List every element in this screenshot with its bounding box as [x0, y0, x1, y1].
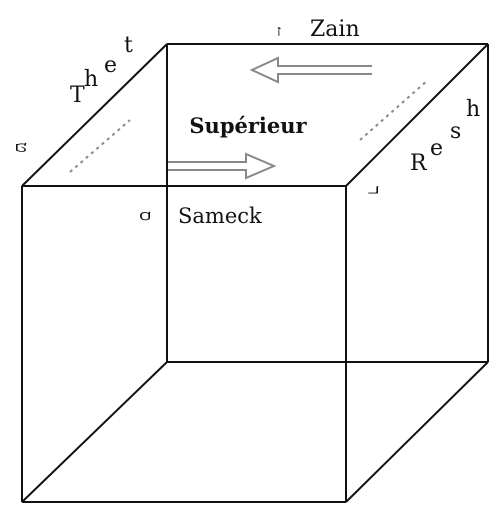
right-edge-label-4: h — [466, 97, 480, 122]
flow-arrows — [69, 56, 429, 180]
front-glyph: ס — [135, 211, 156, 221]
right-top-connector — [345, 43, 489, 187]
left-bottom-connector — [21, 361, 168, 503]
right-glyph: ר — [363, 186, 384, 195]
right-edge-label-1: R — [410, 151, 428, 176]
top-face-title: Supérieur — [189, 113, 307, 138]
back-glyph: ז — [277, 22, 281, 40]
left-top-connector — [21, 43, 168, 187]
left-edge-label-3: e — [104, 53, 117, 78]
front-arrow-right — [168, 152, 277, 180]
back-edge-label: Zain — [310, 17, 360, 42]
right-arrow-diagonal — [359, 79, 429, 141]
right-edge-label-3: s — [450, 119, 461, 144]
left-edge-label-2: h — [84, 67, 98, 92]
right-edge-label-2: e — [430, 136, 443, 161]
left-arrow-diagonal — [69, 119, 131, 173]
right-bottom-connector — [345, 361, 489, 503]
left-edge-label-1: T — [70, 83, 85, 108]
back-arrow-left — [249, 56, 372, 84]
left-edge-label-4: t — [124, 33, 133, 58]
front-edge-label: Sameck — [178, 204, 262, 228]
cube-edges — [21, 43, 489, 503]
left-glyph: ט — [11, 142, 32, 153]
